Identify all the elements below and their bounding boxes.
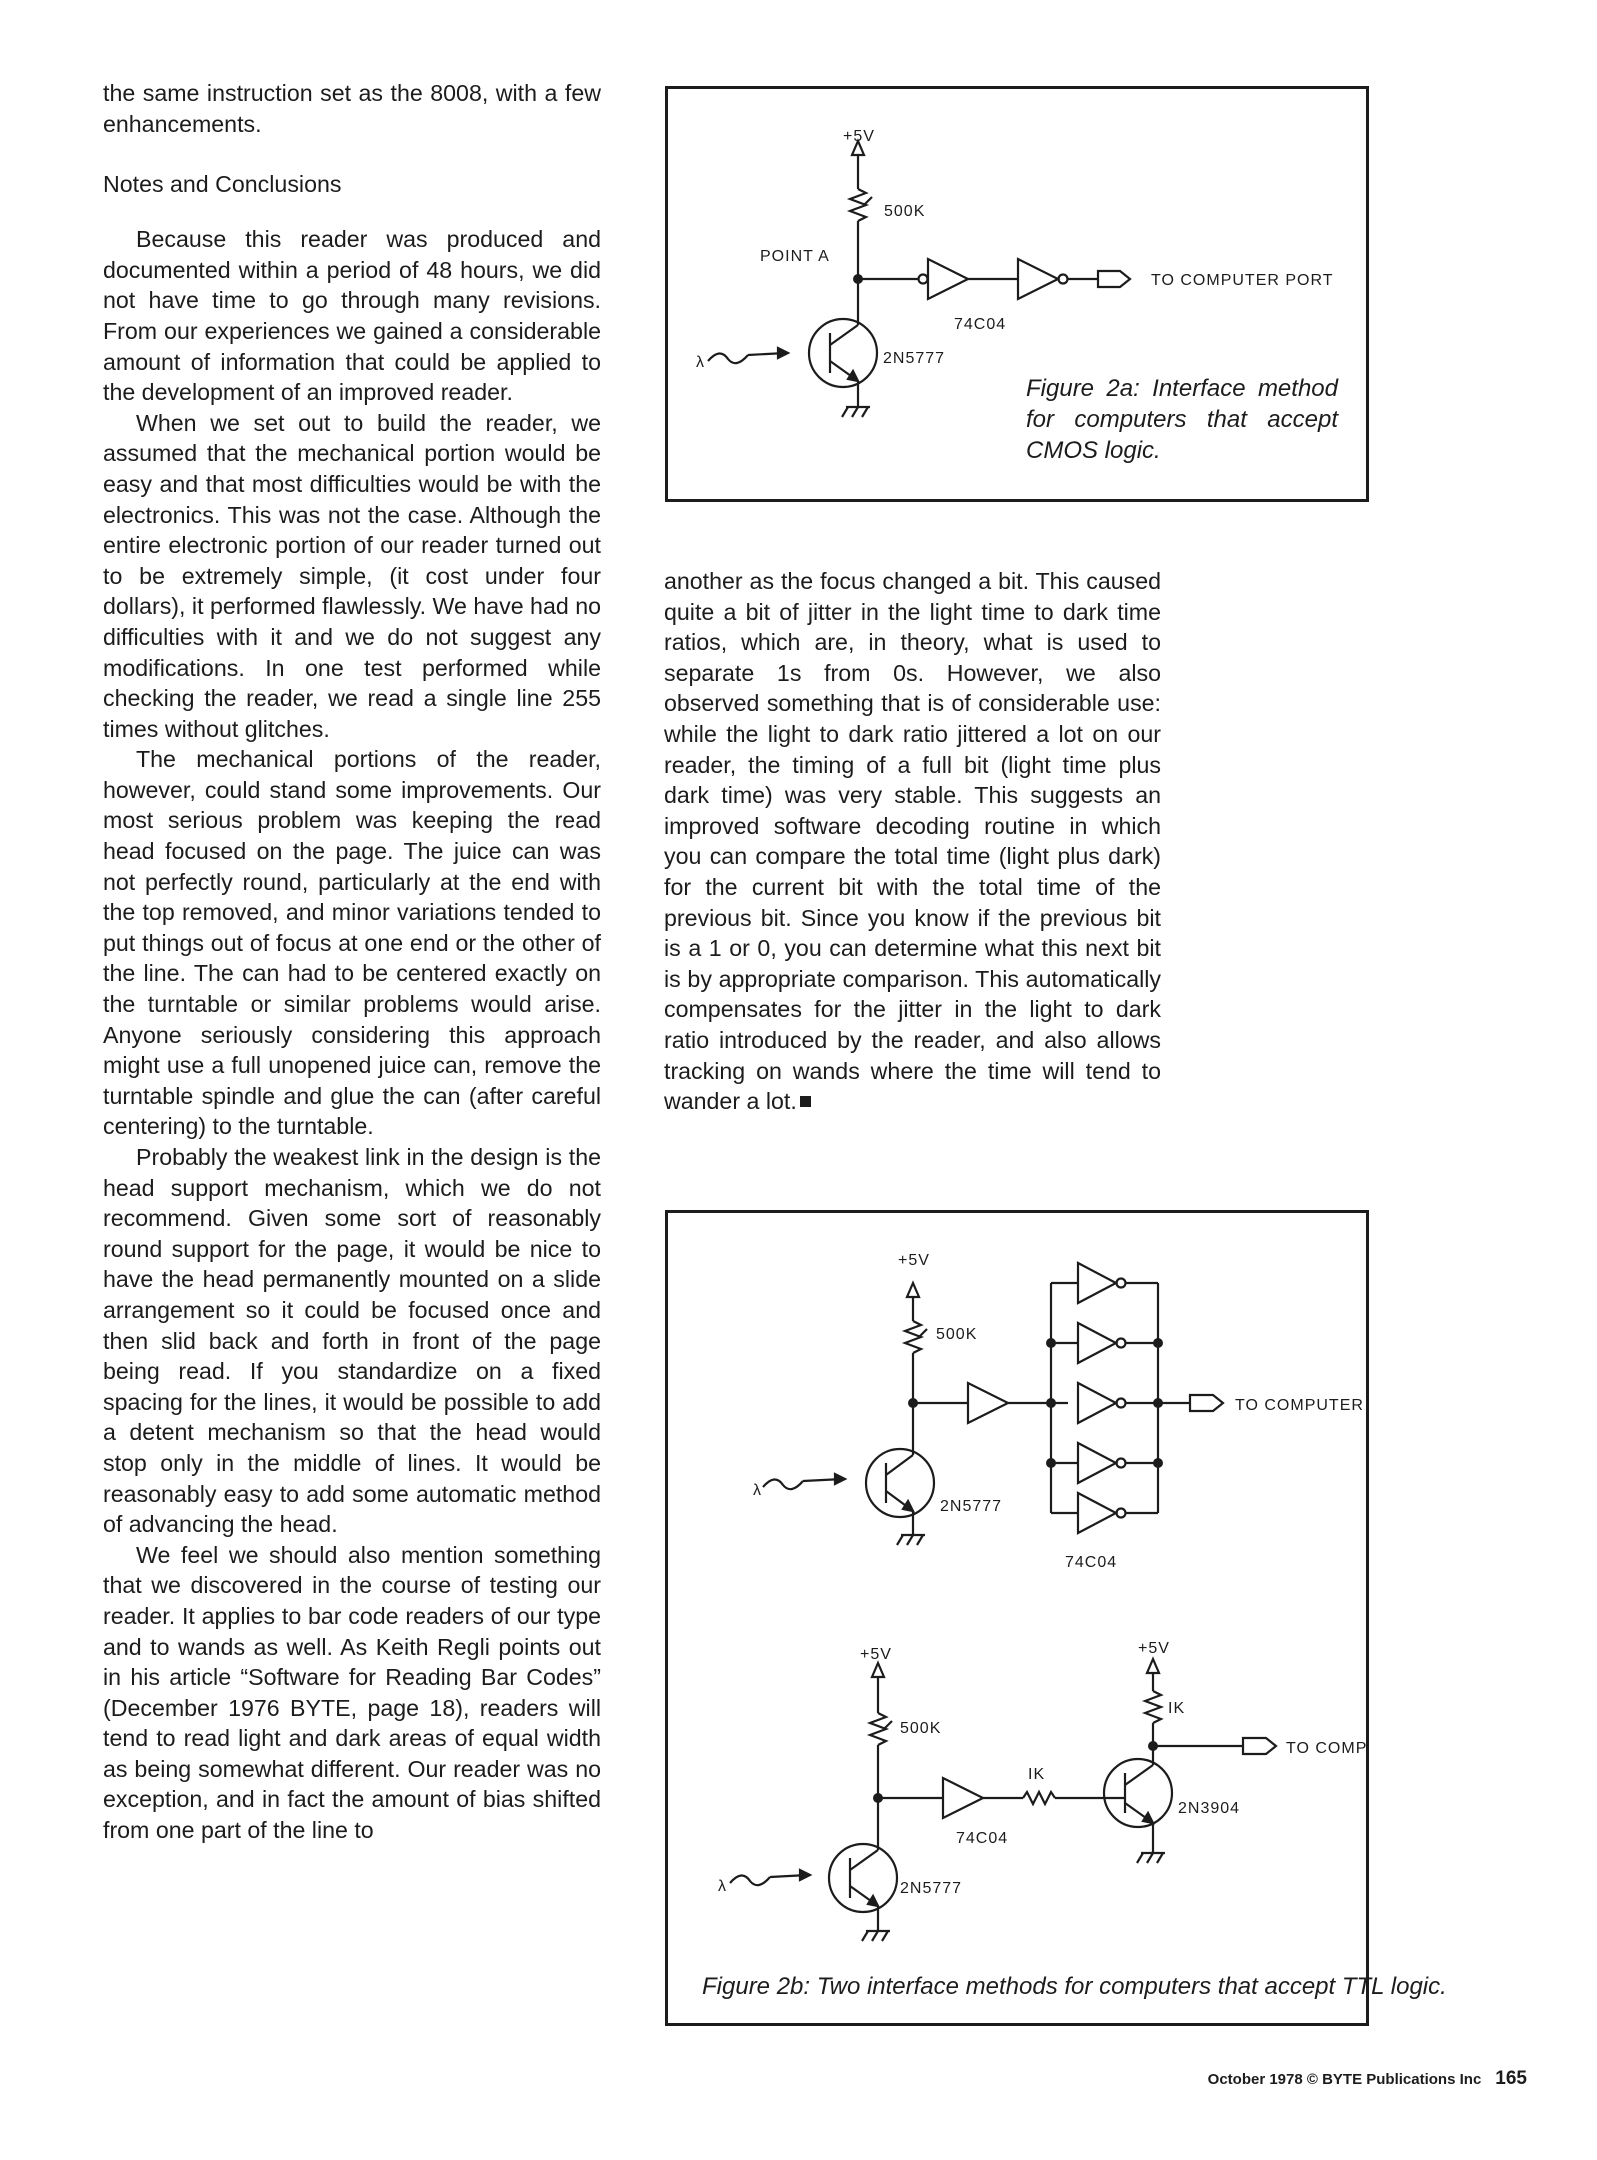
left-paragraph-0: the same instruction set as the 8008, wi… bbox=[103, 80, 601, 137]
fig2b-top-resistor-label: 500K bbox=[936, 1326, 977, 1343]
figure-2a-caption: Figure 2a: Interface method for computer… bbox=[1026, 375, 1338, 464]
fig2a-resistor-label: 500K bbox=[884, 203, 925, 220]
fig2b-bottom-resistor1-label: 500K bbox=[900, 1720, 941, 1737]
figure-2b-caption: Figure 2b: Two interface methods for com… bbox=[702, 1973, 1447, 2000]
fig2b-bottom-transistor1-label: 2N5777 bbox=[900, 1880, 962, 1897]
fig2a-transistor-label: 2N5777 bbox=[883, 350, 945, 367]
fig2b-bottom-output-label: TO COMPUTER PORT bbox=[1286, 1740, 1366, 1757]
page-number: 165 bbox=[1495, 2068, 1527, 2089]
fig2a-ic-label: 74C04 bbox=[954, 316, 1006, 333]
figure-2b: +5V 500K 2N5777 74C04 λ TO COMPUTER PORT… bbox=[665, 1210, 1447, 2026]
fig2b-top-output-label: TO COMPUTER PORT bbox=[1235, 1397, 1366, 1414]
fig2b-bottom-light-label: λ bbox=[718, 1878, 727, 1895]
left-paragraph-5: We feel we should also mention something… bbox=[103, 1541, 601, 1844]
figure-2a-schematic: +5V 500K POINT A 74C04 2N5777 λ TO COMPU… bbox=[696, 128, 1334, 418]
fig2a-light-label: λ bbox=[696, 354, 705, 371]
fig2a-output-label: TO COMPUTER PORT bbox=[1151, 272, 1334, 289]
page-footer: October 1978 © BYTE Publications Inc 165 bbox=[1208, 2068, 1527, 2090]
left-column: the same instruction set as the 8008, wi… bbox=[103, 78, 601, 1846]
fig2b-bottom-resistor2-label: IK bbox=[1028, 1766, 1045, 1783]
fig2b-bottom-resistor3-label: IK bbox=[1168, 1700, 1185, 1717]
fig2b-top-ic-label: 74C04 bbox=[1065, 1554, 1117, 1571]
figure-2a: +5V 500K POINT A 74C04 2N5777 λ TO COMPU… bbox=[665, 86, 1369, 502]
fig2a-supply-label: +5V bbox=[843, 128, 875, 145]
fig2b-bottom-transistor2-label: 2N3904 bbox=[1178, 1800, 1240, 1817]
left-paragraph-1: Because this reader was produced and doc… bbox=[103, 226, 601, 406]
fig2b-bottom-ic-label: 74C04 bbox=[956, 1830, 1008, 1847]
left-paragraph-4: Probably the weakest link in the design … bbox=[103, 1144, 601, 1538]
fig2a-point-label: POINT A bbox=[760, 248, 830, 265]
fig2b-top-light-label: λ bbox=[753, 1482, 762, 1499]
end-mark-icon bbox=[799, 1096, 811, 1108]
left-paragraph-3: The mechanical portions of the reader, h… bbox=[103, 746, 601, 1140]
fig2b-top-transistor-label: 2N5777 bbox=[940, 1498, 1002, 1515]
figure-2b-schematic: +5V 500K 2N5777 74C04 λ TO COMPUTER PORT… bbox=[718, 1252, 1366, 1942]
right-column: another as the focus changed a bit. This… bbox=[664, 566, 1161, 1117]
fig2b-top-supply-label: +5V bbox=[898, 1252, 930, 1269]
fig2b-bottom-supply2-label: +5V bbox=[1138, 1640, 1170, 1657]
right-paragraph-1: another as the focus changed a bit. This… bbox=[664, 568, 1161, 1115]
left-paragraph-2: When we set out to build the reader, we … bbox=[103, 409, 601, 742]
footer-credit: October 1978 © BYTE Publications Inc bbox=[1207, 2071, 1482, 2088]
section-heading: Notes and Conclusions bbox=[103, 171, 342, 198]
fig2b-bottom-supply1-label: +5V bbox=[860, 1646, 892, 1663]
